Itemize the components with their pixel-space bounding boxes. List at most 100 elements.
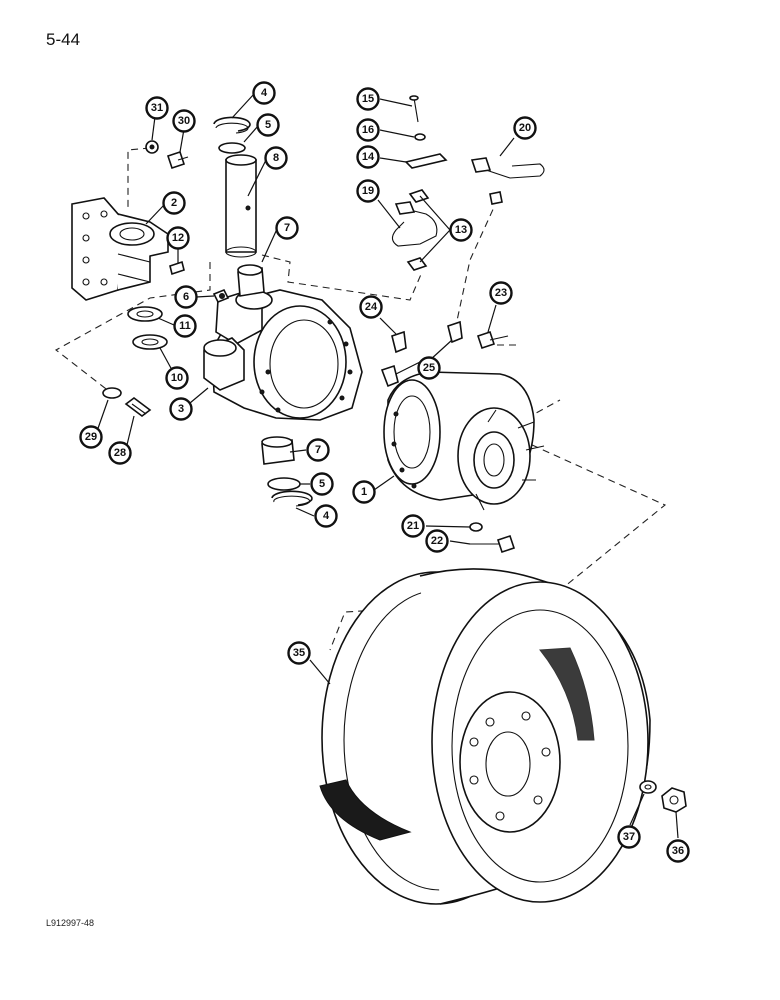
part-28-bolt: [124, 397, 152, 417]
part-22-bolt: [470, 534, 516, 554]
callout-5-lower: 5: [310, 472, 334, 496]
callout-16: 16: [356, 118, 380, 142]
svg-text:15: 15: [362, 93, 374, 105]
svg-text:3: 3: [178, 403, 184, 415]
part-8-king-pin: [225, 154, 257, 258]
part-29-washer: [102, 387, 122, 399]
callout-23: 23: [489, 281, 513, 305]
page-number: 5-44: [46, 30, 81, 49]
part-5-shim-lower: [267, 477, 301, 491]
part-2-bracket: [71, 197, 169, 301]
part-35-wheel-rim: [319, 568, 651, 905]
callout-7-upper: 7: [275, 216, 299, 240]
callout-21: 21: [401, 514, 425, 538]
svg-text:21: 21: [407, 520, 419, 532]
callout-15: 15: [356, 87, 380, 111]
assembly-guide-lines: [55, 147, 667, 651]
part-36-nut: [661, 787, 687, 813]
part-7-bushing-lower: [261, 436, 295, 465]
callout-36: 36: [666, 839, 690, 863]
svg-text:12: 12: [172, 232, 184, 244]
svg-text:28: 28: [114, 447, 126, 459]
svg-text:31: 31: [151, 102, 163, 114]
callout-24: 24: [359, 295, 383, 319]
part-20-hose: [470, 157, 545, 205]
callout-6: 6: [174, 285, 198, 309]
callout-2: 2: [162, 191, 186, 215]
part-31-nut: [145, 140, 159, 154]
callout-leader-lines: [95, 93, 679, 839]
callout-28: 28: [108, 441, 132, 465]
part-24-fitting: [391, 330, 407, 354]
svg-text:16: 16: [362, 124, 374, 136]
part-23-bolt: [476, 330, 509, 350]
figure-code: L912997-48: [46, 918, 95, 928]
callout-35: 35: [287, 641, 311, 665]
svg-text:36: 36: [672, 845, 684, 857]
callout-31: 31: [145, 96, 169, 120]
part-4-snap-ring-lower: [271, 490, 313, 507]
svg-text:7: 7: [315, 444, 321, 456]
callout-37: 37: [617, 825, 641, 849]
callout-29: 29: [79, 425, 103, 449]
callout-4-upper: 4: [252, 81, 276, 105]
callout-25: 25: [417, 356, 441, 380]
callout-14: 14: [356, 145, 380, 169]
svg-text:11: 11: [179, 320, 191, 332]
svg-text:22: 22: [431, 535, 443, 547]
svg-text:24: 24: [365, 301, 378, 313]
callout-12: 12: [166, 226, 190, 250]
part-13-clamp-lower: [406, 257, 428, 271]
svg-text:5: 5: [319, 478, 325, 490]
callout-22: 22: [425, 529, 449, 553]
part-4-snap-ring-upper: [213, 116, 251, 134]
callout-3: 3: [169, 397, 193, 421]
part-1-wheel-hub: [383, 371, 545, 511]
callout-11: 11: [173, 314, 197, 338]
svg-text:10: 10: [171, 372, 183, 384]
part-25-fitting-right: [447, 320, 463, 344]
callout-30: 30: [172, 109, 196, 133]
part-30-bolt: [166, 150, 189, 170]
callout-20: 20: [513, 116, 537, 140]
part-14-plate: [404, 153, 448, 169]
callout-4-lower: 4: [314, 504, 338, 528]
svg-text:29: 29: [85, 431, 97, 443]
part-13-clamp-upper: [408, 189, 430, 203]
part-37-washer: [639, 780, 657, 794]
svg-text:14: 14: [362, 151, 375, 163]
part-6-grease-fitting: [212, 288, 230, 304]
svg-text:30: 30: [178, 115, 190, 127]
callout-5-upper: 5: [256, 113, 280, 137]
part-19-hose: [391, 201, 438, 247]
part-11-washer: [127, 306, 163, 322]
svg-text:37: 37: [623, 831, 635, 843]
part-25-fitting-left: [380, 364, 399, 388]
svg-text:1: 1: [361, 486, 367, 498]
svg-text:7: 7: [284, 222, 290, 234]
svg-text:5: 5: [265, 119, 271, 131]
svg-text:20: 20: [519, 122, 531, 134]
svg-text:4: 4: [323, 510, 330, 522]
part-16-washer: [414, 133, 426, 141]
svg-text:2: 2: [171, 197, 177, 209]
callout-8: 8: [264, 146, 288, 170]
svg-text:25: 25: [423, 362, 435, 374]
callout-7-lower: 7: [306, 438, 330, 462]
part-5-shim-upper: [218, 142, 246, 154]
svg-text:35: 35: [293, 647, 305, 659]
part-21-washer: [469, 522, 483, 532]
callout-10: 10: [165, 366, 189, 390]
part-12-roll-pin: [169, 260, 185, 276]
svg-text:19: 19: [362, 185, 374, 197]
part-15-bolt: [409, 95, 419, 123]
callout-1: 1: [352, 480, 376, 504]
svg-text:8: 8: [273, 152, 279, 164]
part-7-bushing-upper: [237, 264, 265, 297]
svg-text:13: 13: [455, 224, 467, 236]
part-3-steering-knuckle: [203, 289, 363, 421]
part-10-washer: [132, 334, 168, 350]
svg-text:4: 4: [261, 87, 268, 99]
